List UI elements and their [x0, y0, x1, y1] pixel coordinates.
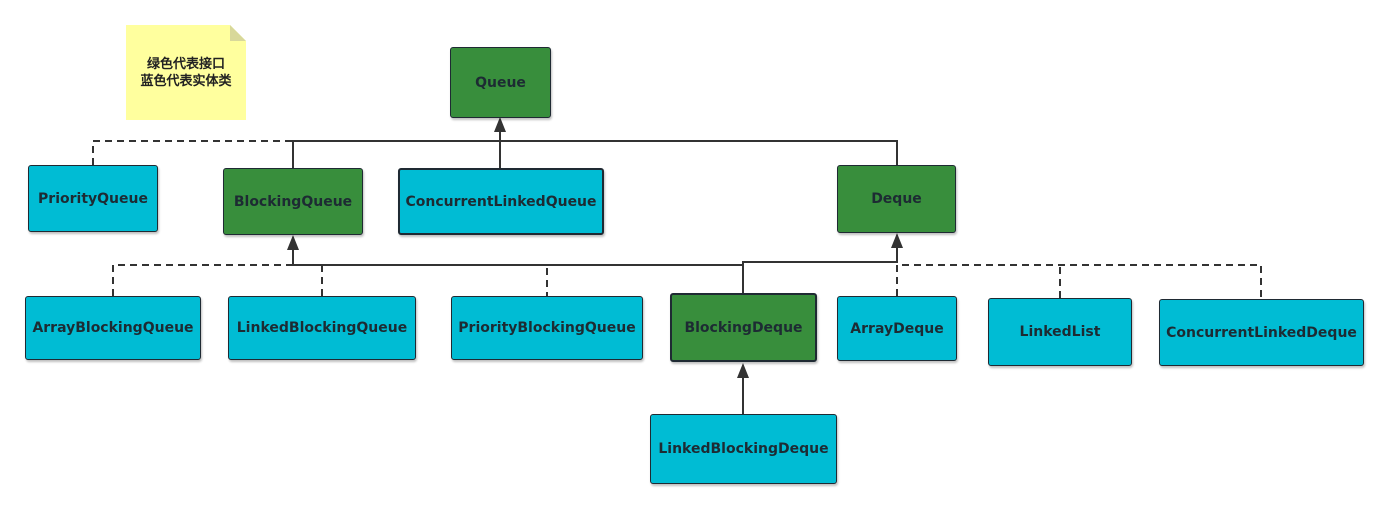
node-arrayblockingqueue[interactable]: ArrayBlockingQueue — [25, 296, 201, 360]
legend-note: 绿色代表接口 蓝色代表实体类 — [126, 25, 246, 120]
edge-arraydeque-deque — [896, 264, 1262, 299]
node-linkedblockingdeque[interactable]: LinkedBlockingDeque — [650, 414, 837, 484]
node-deque[interactable]: Deque — [837, 165, 956, 233]
edge-blockingdeque-deque — [742, 248, 898, 265]
edge-arrayblockingqueue-blockingqueue — [112, 264, 548, 296]
legend-line-interface: 绿色代表接口 — [146, 56, 225, 72]
node-priorityblockingqueue[interactable]: PriorityBlockingQueue — [451, 296, 643, 360]
node-blockingqueue[interactable]: BlockingQueue — [223, 168, 363, 235]
node-linkedlist[interactable]: LinkedList — [988, 298, 1132, 366]
node-queue[interactable]: Queue — [450, 47, 551, 118]
node-priorityqueue[interactable]: PriorityQueue — [28, 165, 158, 232]
edge-priorityqueue-queue — [92, 140, 500, 165]
edge-blockingqueue-queue — [292, 140, 898, 168]
arrowhead-blockingqueue — [287, 235, 299, 250]
arrowhead-queue — [494, 117, 506, 132]
arrowhead-blockingdeque — [737, 363, 749, 378]
node-concurrentlinkeddeque[interactable]: ConcurrentLinkedDeque — [1159, 299, 1364, 366]
legend-line-class: 蓝色代表实体类 — [140, 73, 232, 89]
node-arraydeque[interactable]: ArrayDeque — [837, 296, 957, 361]
node-linkedblockingqueue[interactable]: LinkedBlockingQueue — [228, 296, 416, 360]
node-concurrentlinkedqueue[interactable]: ConcurrentLinkedQueue — [398, 168, 604, 235]
node-blockingdeque[interactable]: BlockingDeque — [670, 293, 817, 362]
arrowhead-deque — [891, 233, 903, 248]
edge-blockingdeque-blockingqueue — [292, 248, 744, 293]
